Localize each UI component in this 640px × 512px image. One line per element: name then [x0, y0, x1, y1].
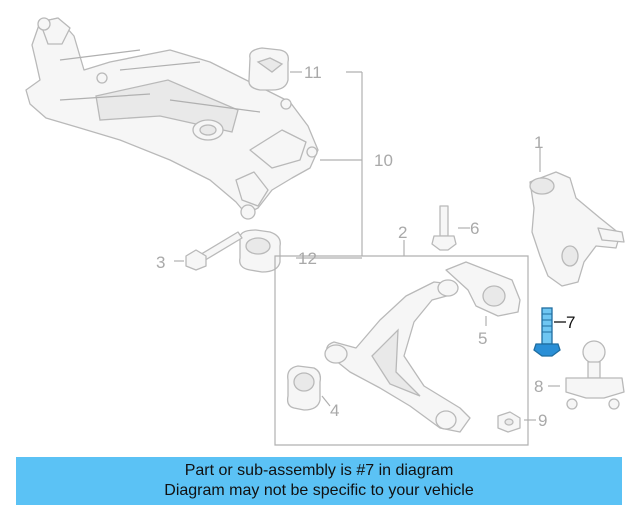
callout-9: 9 — [538, 411, 547, 430]
callout-2: 2 — [398, 223, 407, 242]
callout-5: 5 — [478, 329, 487, 348]
banner-line-disclaimer: Diagram may not be specific to your vehi… — [164, 482, 474, 499]
mount-11-drawing — [248, 47, 289, 91]
knuckle-1-drawing — [529, 171, 625, 287]
info-banner: Part or sub-assembly is #7 in diagram Di… — [16, 457, 622, 505]
callout-6: 6 — [470, 219, 479, 238]
bolt-3-drawing — [185, 231, 243, 271]
callout-8: 8 — [534, 377, 543, 396]
bushing-5-drawing — [445, 261, 521, 317]
callout-10: 10 — [374, 151, 393, 170]
parts-diagram: 1 2 3 4 5 6 7 8 9 10 11 12 — [25, 17, 625, 446]
bolt-6-drawing — [431, 205, 457, 251]
banner-line-part: Part or sub-assembly is #7 in diagram — [184, 462, 454, 479]
subframe-drawing — [25, 17, 319, 220]
bolt-7-drawing — [533, 307, 561, 357]
nut-9-drawing — [497, 411, 521, 433]
bushing-4-drawing — [286, 365, 322, 411]
callout-3: 3 — [156, 253, 165, 272]
callout-7: 7 — [566, 313, 575, 332]
callout-12: 12 — [298, 249, 317, 268]
ball-joint-8-drawing — [565, 340, 625, 410]
callout-1: 1 — [534, 133, 543, 152]
control-arm-2-drawing — [324, 279, 471, 433]
callout-11: 11 — [304, 63, 322, 82]
mount-12-drawing — [239, 229, 281, 273]
callout-4: 4 — [330, 401, 339, 420]
